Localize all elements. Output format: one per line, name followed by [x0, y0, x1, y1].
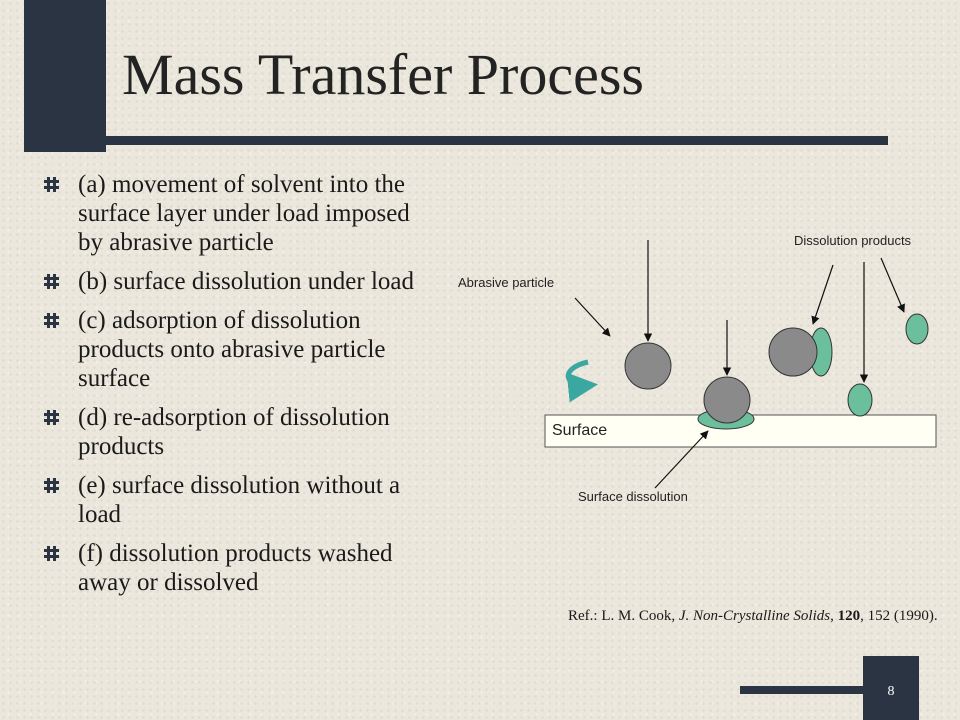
bullet-item: (a) movement of solvent into the surface… — [44, 170, 424, 257]
readsorbed-product — [847, 383, 873, 417]
dissolution-products-label: Dissolution products — [794, 233, 912, 248]
ref-journal: J. Non-Crystalline Solids — [678, 608, 831, 624]
bullet-text: (a) movement of solvent into the surface… — [78, 171, 410, 256]
washed-away-product — [905, 313, 929, 345]
slide-number: 8 — [887, 684, 895, 699]
arrow-product-f — [880, 257, 905, 313]
ref-sep: , — [830, 608, 838, 624]
hash-bullet-icon — [44, 546, 59, 561]
abrasive-particle-c — [768, 327, 818, 377]
abrasive-particle-a — [624, 342, 672, 390]
bullet-text: (c) adsorption of dissolution products o… — [78, 307, 386, 392]
hash-bullet-icon — [44, 313, 59, 328]
footer-bar — [740, 686, 863, 694]
bullet-item: (d) re-adsorption of dissolution product… — [44, 403, 424, 461]
ref-volume: 120 — [837, 608, 861, 624]
ref-rest: , 152 (1990). — [860, 608, 938, 624]
bullet-item: (c) adsorption of dissolution products o… — [44, 306, 424, 393]
reference-citation: Ref.: L. M. Cook, J. Non-Crystalline Sol… — [568, 606, 948, 627]
surface-dissolution-label: Surface dissolution — [578, 489, 688, 504]
bullet-item: (f) dissolution products washed away or … — [44, 539, 424, 597]
surface-label: Surface — [552, 422, 607, 439]
hash-bullet-icon — [44, 274, 59, 289]
bullet-text: (e) surface dissolution without a load — [78, 472, 401, 528]
hash-bullet-icon — [44, 410, 59, 425]
arrow-abrasive-label — [574, 297, 611, 337]
hash-bullet-icon — [44, 177, 59, 192]
title-underline-bar — [24, 136, 888, 145]
bullet-item: (b) surface dissolution under load — [44, 267, 424, 296]
arrow-surface-dissolution — [654, 430, 709, 489]
title-accent-block — [24, 0, 106, 152]
arrow-product-c — [811, 264, 834, 325]
hash-bullet-icon — [44, 478, 59, 493]
abrasive-particle-label: Abrasive particle — [458, 275, 554, 290]
abrasive-particle-b — [703, 376, 751, 424]
bullet-text: (f) dissolution products washed away or … — [78, 540, 393, 596]
slide-title: Mass Transfer Process — [122, 42, 644, 107]
bullet-text: (d) re-adsorption of dissolution product… — [78, 404, 390, 460]
rotation-arrow — [565, 359, 598, 403]
ref-prefix: Ref.: L. M. Cook, — [568, 608, 679, 624]
bullet-list: (a) movement of solvent into the surface… — [44, 170, 424, 607]
slide-number-box — [863, 656, 919, 720]
mass-transfer-diagram: Abrasive particle Dissolution products S… — [458, 233, 937, 504]
bullet-item: (e) surface dissolution without a load — [44, 471, 424, 529]
bullet-text: (b) surface dissolution under load — [78, 268, 415, 295]
